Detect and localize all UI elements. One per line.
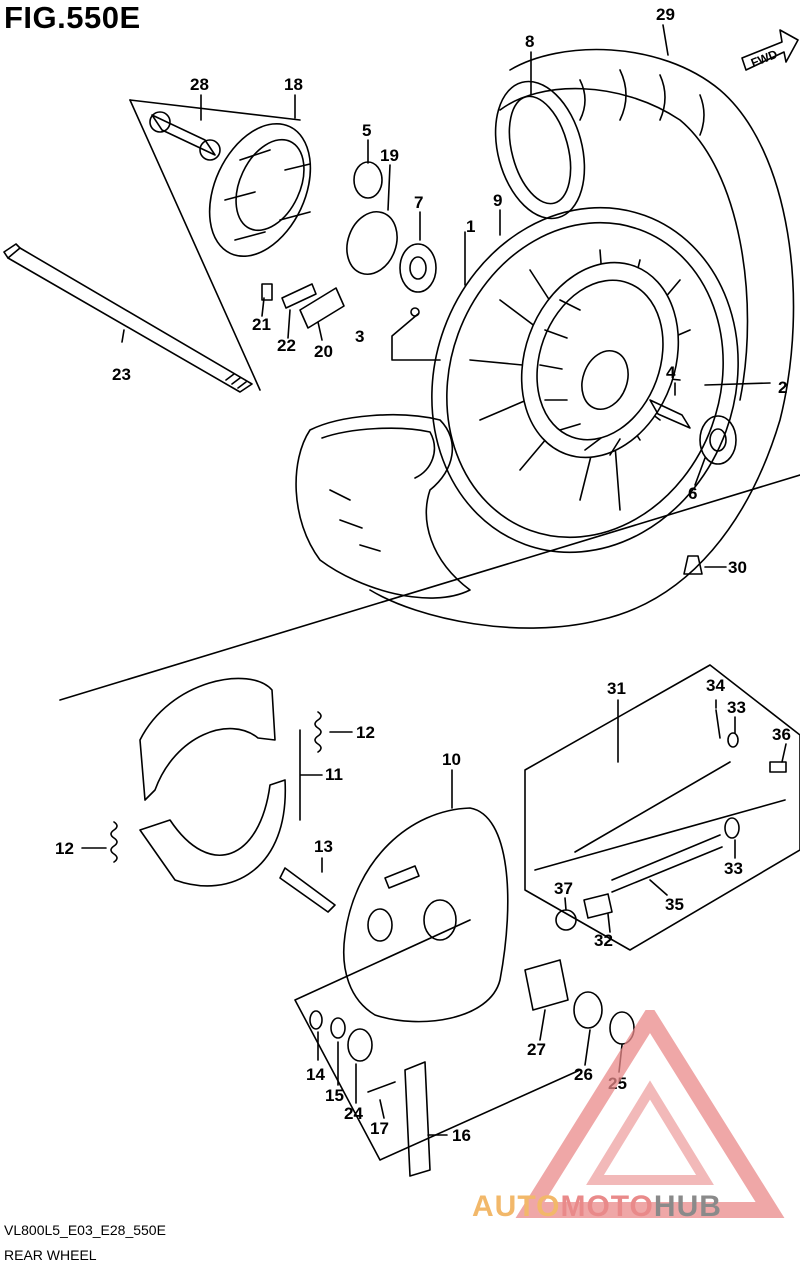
washer-26 — [573, 991, 603, 1029]
leader-3 — [391, 313, 441, 361]
section-divider — [59, 474, 800, 701]
callout-23: 23 — [112, 365, 131, 384]
bushing-5 — [353, 161, 383, 199]
callout-3: 3 — [355, 327, 364, 346]
callout-16: 16 — [452, 1126, 471, 1145]
stopper-20 — [299, 287, 345, 329]
joint-pin-36 — [769, 761, 787, 773]
callout-2: 2 — [778, 378, 787, 397]
callout-19: 19 — [380, 146, 399, 165]
rear-axle — [3, 243, 253, 393]
callout-12-upper: 12 — [356, 723, 375, 742]
sprocket-mount — [208, 122, 312, 258]
bolt-21 — [261, 283, 273, 301]
brake-cam-13 — [279, 867, 336, 913]
figure-code: VL800L5_E03_E28_550E — [4, 1222, 166, 1238]
callout-32: 32 — [594, 931, 613, 950]
callout-8: 8 — [525, 32, 534, 51]
nut-25 — [609, 1011, 635, 1045]
brake-lever-16 — [404, 1061, 431, 1177]
joint-32 — [583, 893, 613, 919]
brake-rod-box — [524, 664, 800, 951]
callout-33-upper: 33 — [727, 698, 746, 717]
fwd-label: FWD — [749, 47, 780, 70]
tire-cross-section — [295, 414, 471, 599]
callout-7: 7 — [414, 193, 423, 212]
watermark-auto: AUTO — [472, 1190, 561, 1223]
spacer-28 — [149, 111, 221, 161]
callout-15: 15 — [325, 1086, 344, 1105]
callout-10: 10 — [442, 750, 461, 769]
rear-tire — [369, 48, 795, 629]
o-ring-19 — [346, 211, 398, 275]
callout-13: 13 — [314, 837, 333, 856]
bearing-6 — [699, 415, 737, 465]
washer-33-lower — [724, 817, 740, 839]
callout-1: 1 — [466, 217, 475, 236]
callout-34: 34 — [706, 676, 725, 695]
callout-11: 11 — [325, 765, 343, 784]
callout-20: 20 — [314, 342, 333, 361]
washer-14 — [309, 1010, 323, 1030]
callout-17: 17 — [370, 1119, 389, 1138]
callout-18: 18 — [284, 75, 303, 94]
assembly-line-left — [129, 99, 261, 391]
assembly-box-lower — [294, 919, 581, 1161]
callout-37: 37 — [554, 879, 573, 898]
callout-14: 14 — [306, 1065, 325, 1084]
washer-22 — [281, 283, 317, 309]
watermark-triangle-icon — [515, 1010, 785, 1218]
callout-12-lower: 12 — [55, 839, 74, 858]
callout-26: 26 — [574, 1065, 593, 1084]
callout-4: 4 — [666, 363, 676, 382]
washer-15 — [330, 1017, 346, 1039]
callout-22: 22 — [277, 336, 296, 355]
callout-24: 24 — [344, 1104, 363, 1123]
figure-name: REAR WHEEL — [4, 1247, 97, 1263]
brake-panel — [343, 807, 509, 1023]
cotter-pin-34 — [715, 709, 721, 739]
valve-cap-30 — [683, 555, 703, 575]
brake-shoes — [139, 677, 286, 887]
spring-35 — [611, 834, 723, 893]
callout-5: 5 — [362, 121, 371, 140]
callout-27: 27 — [527, 1040, 546, 1059]
callout-35: 35 — [665, 895, 684, 914]
watermark-moto: MOTO — [560, 1190, 654, 1223]
bolt-17 — [367, 1081, 396, 1093]
callout-28: 28 — [190, 75, 209, 94]
fwd-arrow-icon: FWD — [741, 29, 799, 71]
brake-rod-box-inner — [534, 799, 786, 871]
brake-rod — [574, 761, 731, 853]
callout-9: 9 — [493, 191, 502, 210]
figure-title: FIG.550E — [4, 0, 141, 35]
callout-31: 31 — [607, 679, 626, 698]
spacer-27 — [524, 959, 569, 1011]
callouts: 1 2 3 4 5 6 7 8 9 10 11 12 12 13 14 15 1… — [55, 5, 791, 1145]
callout-33-lower: 33 — [724, 859, 743, 878]
spring-12-lower — [110, 821, 118, 863]
spring-24 — [347, 1028, 373, 1062]
callout-30: 30 — [728, 558, 747, 577]
leader-lines — [81, 24, 787, 1136]
wheel-hub — [520, 261, 680, 459]
callout-21: 21 — [252, 315, 271, 334]
watermark-text: AUTOMOTOHUB — [472, 1190, 722, 1224]
callout-36: 36 — [772, 725, 791, 744]
spacer-4 — [649, 399, 691, 429]
spring-12-upper — [314, 711, 322, 753]
watermark-hub: HUB — [653, 1190, 722, 1223]
callout-29: 29 — [656, 5, 675, 24]
assembly-line-top — [129, 99, 301, 121]
callout-6: 6 — [688, 484, 697, 503]
bearing-7 — [399, 243, 437, 293]
washer-33-upper — [727, 732, 739, 748]
